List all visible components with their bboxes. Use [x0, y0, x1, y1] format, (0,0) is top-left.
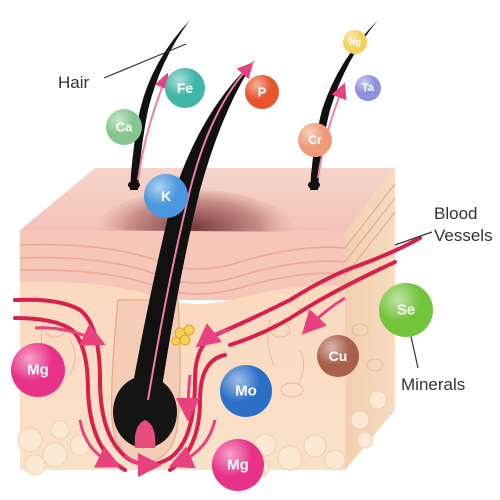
mineral-ball-cu: Cu: [317, 335, 359, 377]
mineral-ball-mg-bottom: Mg: [212, 439, 264, 491]
hair-bulb: [113, 376, 177, 448]
svg-text:Cu: Cu: [329, 348, 348, 364]
mineral-ball-ng: Ng: [343, 30, 367, 54]
minerals-label-line: [409, 331, 419, 369]
blood-vessels-label-line1: Blood: [434, 204, 477, 223]
svg-text:K: K: [161, 188, 171, 204]
svg-text:Ca: Ca: [116, 120, 133, 135]
blood-vessels-label-line: [394, 231, 433, 246]
mineral-ball-fe: Fe: [165, 68, 205, 108]
mineral-ball-ta: Ta: [355, 75, 381, 101]
dermal-papilla: [134, 420, 156, 448]
right-hair: [310, 20, 378, 190]
mineral-ball-cr: Cr: [298, 123, 332, 157]
svg-text:Mg: Mg: [227, 457, 249, 474]
hair-label-line: [103, 43, 187, 79]
main-hair-shaft: [130, 60, 255, 400]
svg-text:Mg: Mg: [27, 362, 49, 379]
mineral-ball-p: P: [245, 75, 279, 109]
mineral-ball-se: Se: [379, 283, 433, 337]
svg-text:Ng: Ng: [349, 37, 361, 47]
svg-text:P: P: [258, 85, 267, 100]
mineral-ball-k: K: [144, 174, 188, 218]
svg-text:Cr: Cr: [308, 133, 322, 147]
svg-text:Se: Se: [397, 302, 415, 319]
mineral-ball-ca: Ca: [106, 109, 142, 145]
flow-arrows: [34, 296, 346, 477]
blood-vessels-label-line2: Vessels: [434, 226, 493, 245]
svg-text:Fe: Fe: [177, 80, 194, 96]
svg-text:Ta: Ta: [362, 82, 375, 94]
left-hair: [130, 20, 190, 190]
minerals-label: Minerals: [401, 375, 465, 394]
svg-text:Mo: Mo: [235, 383, 257, 400]
mineral-ball-mg-left: Mg: [11, 343, 65, 397]
sebaceous-gland: [171, 324, 195, 346]
main-hair-flow: [147, 62, 254, 401]
mineral-ball-mo: Mo: [220, 365, 272, 417]
hair-label: Hair: [58, 73, 90, 92]
